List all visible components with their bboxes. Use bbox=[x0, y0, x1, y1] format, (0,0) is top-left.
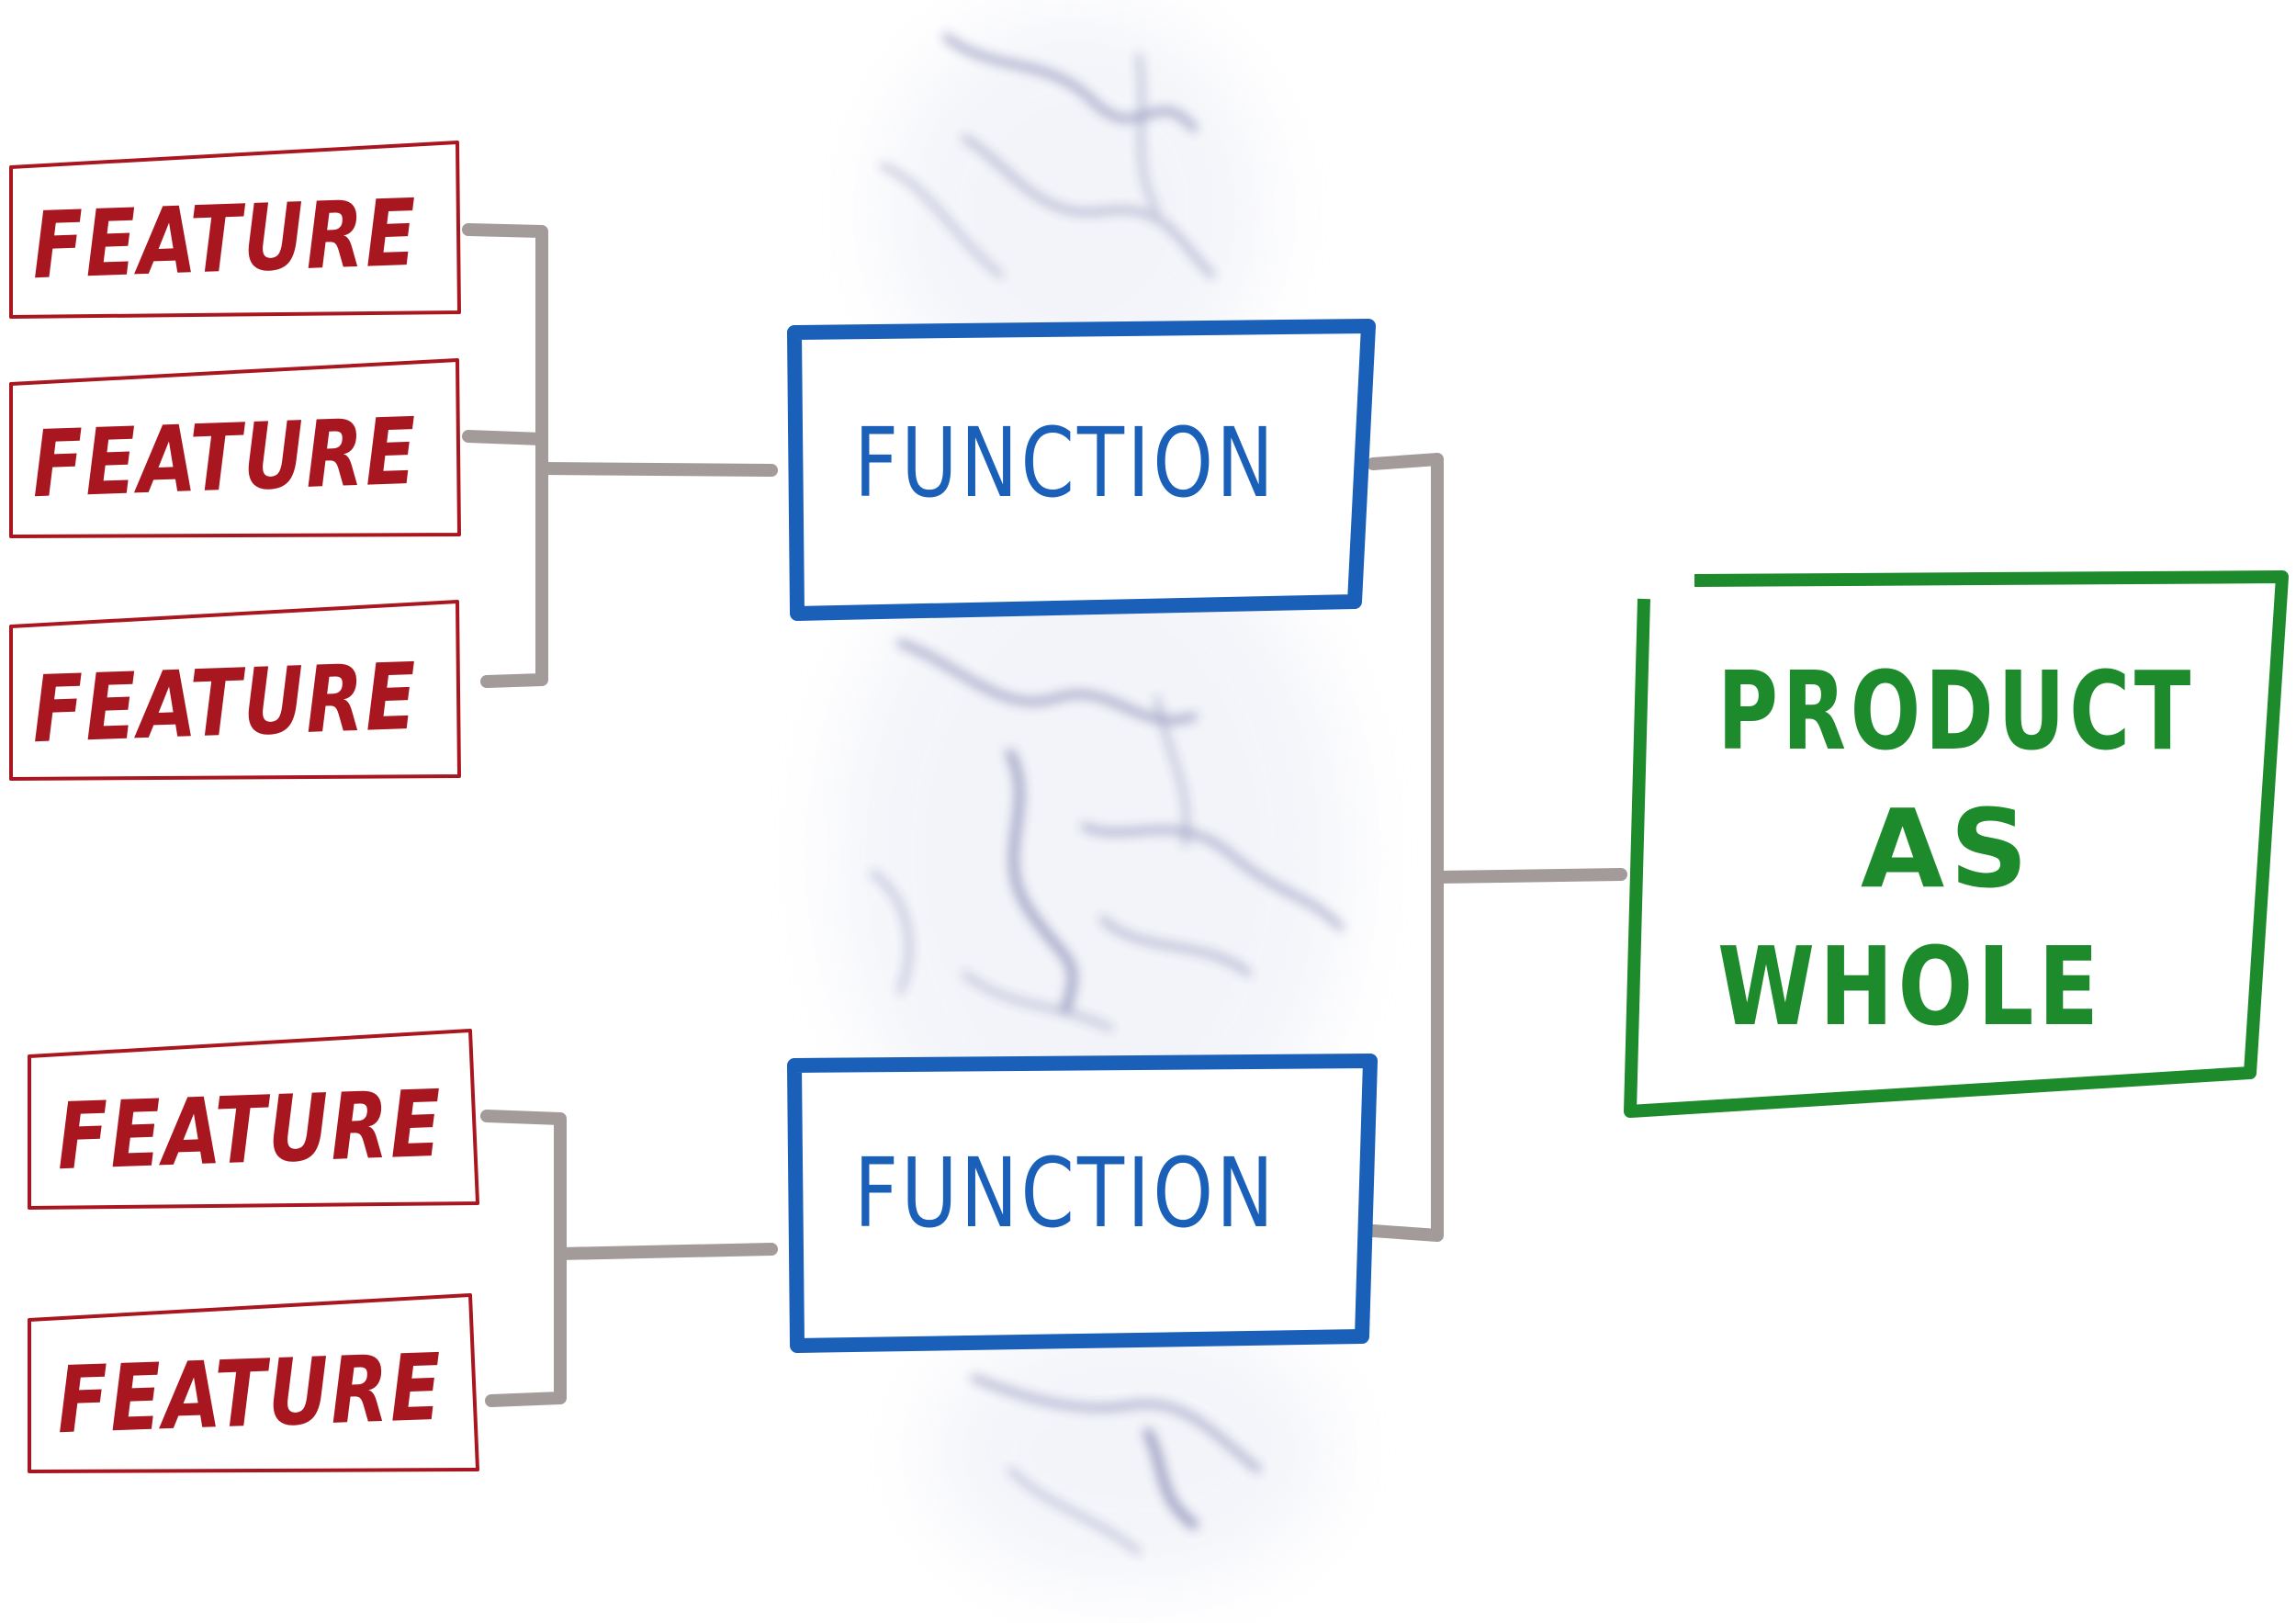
background-network-texture bbox=[836, 9, 1350, 1589]
product-label-line-1: PRODUCT bbox=[1717, 648, 2195, 774]
connectors bbox=[462, 223, 1627, 1407]
feature-box: FEATURE bbox=[28, 1293, 479, 1473]
connector-bracket-functions bbox=[1367, 453, 1444, 1242]
feature-box: FEATURE bbox=[28, 1029, 479, 1210]
product-label-line-3: WHOLE bbox=[1717, 923, 2103, 1050]
function-box: FUNCTION bbox=[787, 319, 1376, 621]
feature-group: FEATURE FEATURE FEATURE FEATURE FEATURE bbox=[9, 141, 479, 1473]
product-box: PRODUCT AS WHOLE bbox=[1624, 570, 2289, 1118]
feature-label: FEATURE bbox=[30, 179, 420, 300]
function-label: FUNCTION bbox=[854, 1137, 1277, 1249]
connector-bracket-features-top bbox=[462, 223, 548, 688]
connector-feature-2 bbox=[462, 430, 548, 445]
connector-bracket-to-function-1 bbox=[535, 462, 778, 477]
function-label: FUNCTION bbox=[854, 407, 1277, 519]
feature-label: FEATURE bbox=[55, 1334, 445, 1455]
product-label-line-2: AS bbox=[1861, 785, 2033, 912]
feature-box: FEATURE bbox=[9, 600, 461, 781]
function-group: FUNCTION FUNCTION bbox=[787, 319, 1378, 1353]
feature-label: FEATURE bbox=[30, 643, 420, 764]
feature-box: FEATURE bbox=[9, 141, 461, 319]
feature-label: FEATURE bbox=[30, 398, 420, 519]
connector-bracket-features-bottom bbox=[480, 1110, 567, 1407]
feature-label: FEATURE bbox=[55, 1070, 445, 1191]
connector-bracket-to-function-2 bbox=[554, 1243, 778, 1260]
function-box: FUNCTION bbox=[787, 1054, 1378, 1353]
connector-bracket-to-product bbox=[1431, 868, 1627, 884]
feature-box: FEATURE bbox=[9, 358, 461, 538]
